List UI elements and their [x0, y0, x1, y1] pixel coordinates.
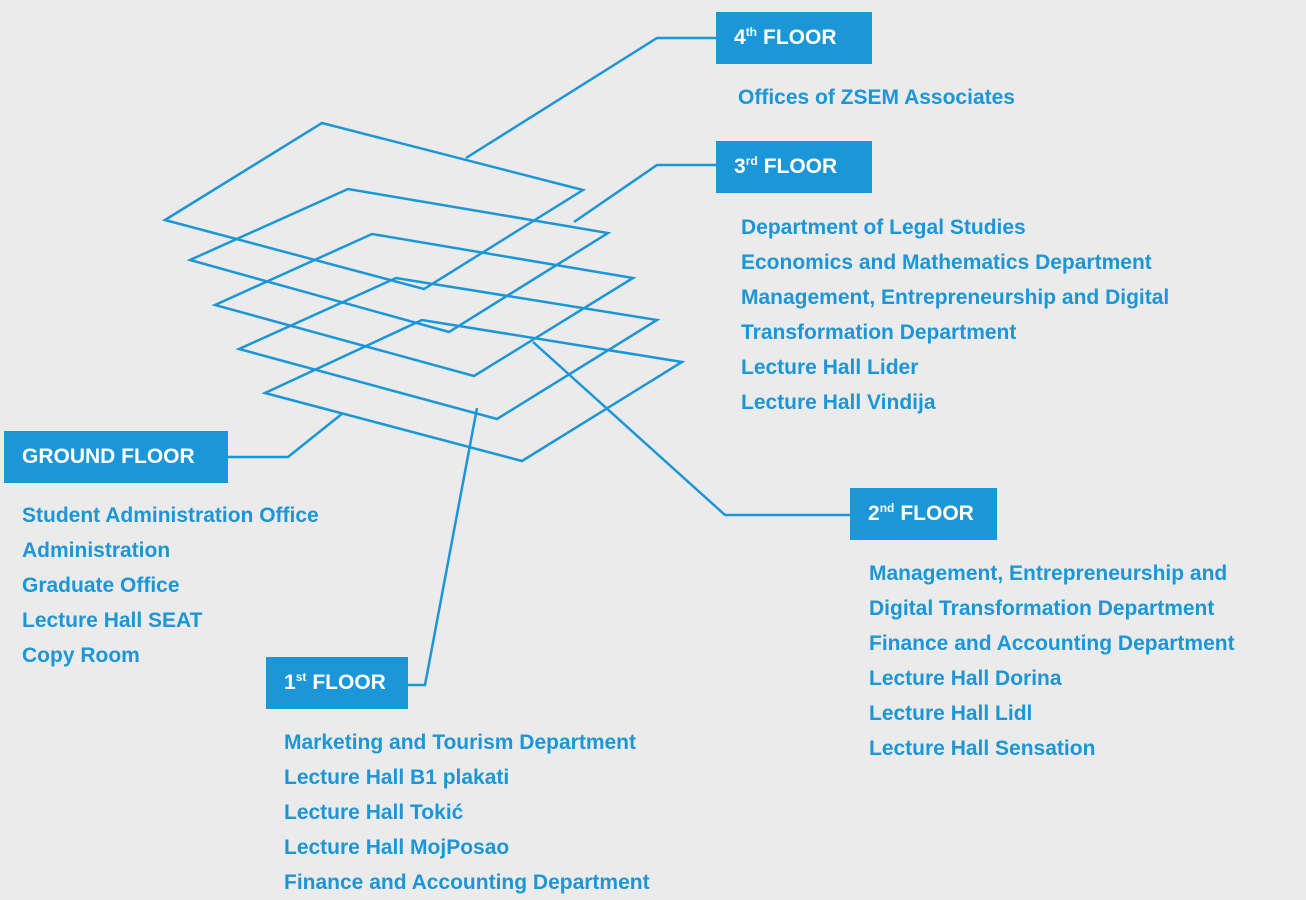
floor-label: FLOOR [763, 26, 837, 49]
floor-plane-ground [261, 318, 686, 463]
connector-ground-floor [228, 412, 344, 459]
floor-badge-ground: GROUND FLOOR [4, 431, 228, 483]
floor-number: 2 [868, 502, 880, 525]
list-item: Offices of ZSEM Associates [738, 86, 1015, 109]
list-item: Management, Entrepreneurship and Digital [741, 286, 1170, 309]
floor-2nd-list: Management, Entrepreneurship and Digital… [869, 556, 1235, 766]
list-item: Management, Entrepreneurship and [869, 562, 1228, 585]
floor-plane-2 [211, 232, 637, 378]
floor-label: FLOOR [312, 671, 386, 694]
list-item: Lecture Hall SEAT [22, 609, 203, 632]
list-item: Lecture Hall Dorina [869, 667, 1062, 690]
floor-3rd-list: Department of Legal Studies Economics an… [741, 210, 1169, 420]
floor-ground-list: Student Administration Office Administra… [22, 498, 319, 673]
floor-ordinal-suffix: rd [745, 154, 758, 168]
list-item: Administration [22, 539, 171, 562]
list-item: Lecture Hall Sensation [869, 737, 1096, 760]
list-item: Lecture Hall Lider [741, 356, 919, 379]
floor-label: FLOOR [763, 155, 838, 178]
floor-ordinal-suffix: th [745, 25, 758, 39]
list-item: Lecture Hall B1 plakati [284, 766, 510, 789]
floor-badge-2nd: 2nd FLOOR [850, 488, 997, 540]
floor-label: FLOOR [900, 502, 974, 525]
floor-ordinal-suffix: st [295, 670, 307, 684]
list-item: Transformation Department [741, 321, 1017, 344]
connector-1st-floor [408, 407, 479, 687]
list-item: Economics and Mathematics Department [741, 251, 1152, 274]
connector-3rd-floor [573, 163, 716, 224]
floor-ordinal-suffix: nd [879, 501, 895, 515]
list-item: Copy Room [22, 644, 140, 667]
list-item: Marketing and Tourism Department [284, 731, 636, 754]
floor-1st-list: Marketing and Tourism Department Lecture… [284, 725, 650, 900]
floor-badge-1st: 1st FLOOR [266, 657, 408, 709]
list-item: Lecture Hall MojPosao [284, 836, 510, 859]
floor-number: 4 [734, 26, 746, 49]
floor-plane-3 [186, 187, 612, 334]
floor-label: GROUND FLOOR [22, 445, 195, 468]
connector-4th-floor [465, 36, 716, 160]
floor-number: 3 [734, 155, 746, 178]
list-item: Finance and Accounting Department [869, 632, 1235, 655]
floor-4th-list: Offices of ZSEM Associates [738, 80, 1015, 115]
list-item: Lecture Hall Vindija [741, 391, 936, 414]
list-item: Lecture Hall Lidl [869, 702, 1033, 725]
floor-plane-4 [161, 121, 587, 291]
floor-badge-3rd: 3rd FLOOR [716, 141, 872, 193]
list-item: Finance and Accounting Department [284, 871, 650, 894]
list-item: Student Administration Office [22, 504, 319, 527]
list-item: Department of Legal Studies [741, 216, 1026, 239]
floor-number: 1 [284, 671, 296, 694]
list-item: Lecture Hall Tokić [284, 801, 464, 824]
connector-2nd-floor [532, 341, 850, 517]
list-item: Digital Transformation Department [869, 597, 1215, 620]
list-item: Graduate Office [22, 574, 180, 597]
floor-badge-4th: 4th FLOOR [716, 12, 872, 64]
